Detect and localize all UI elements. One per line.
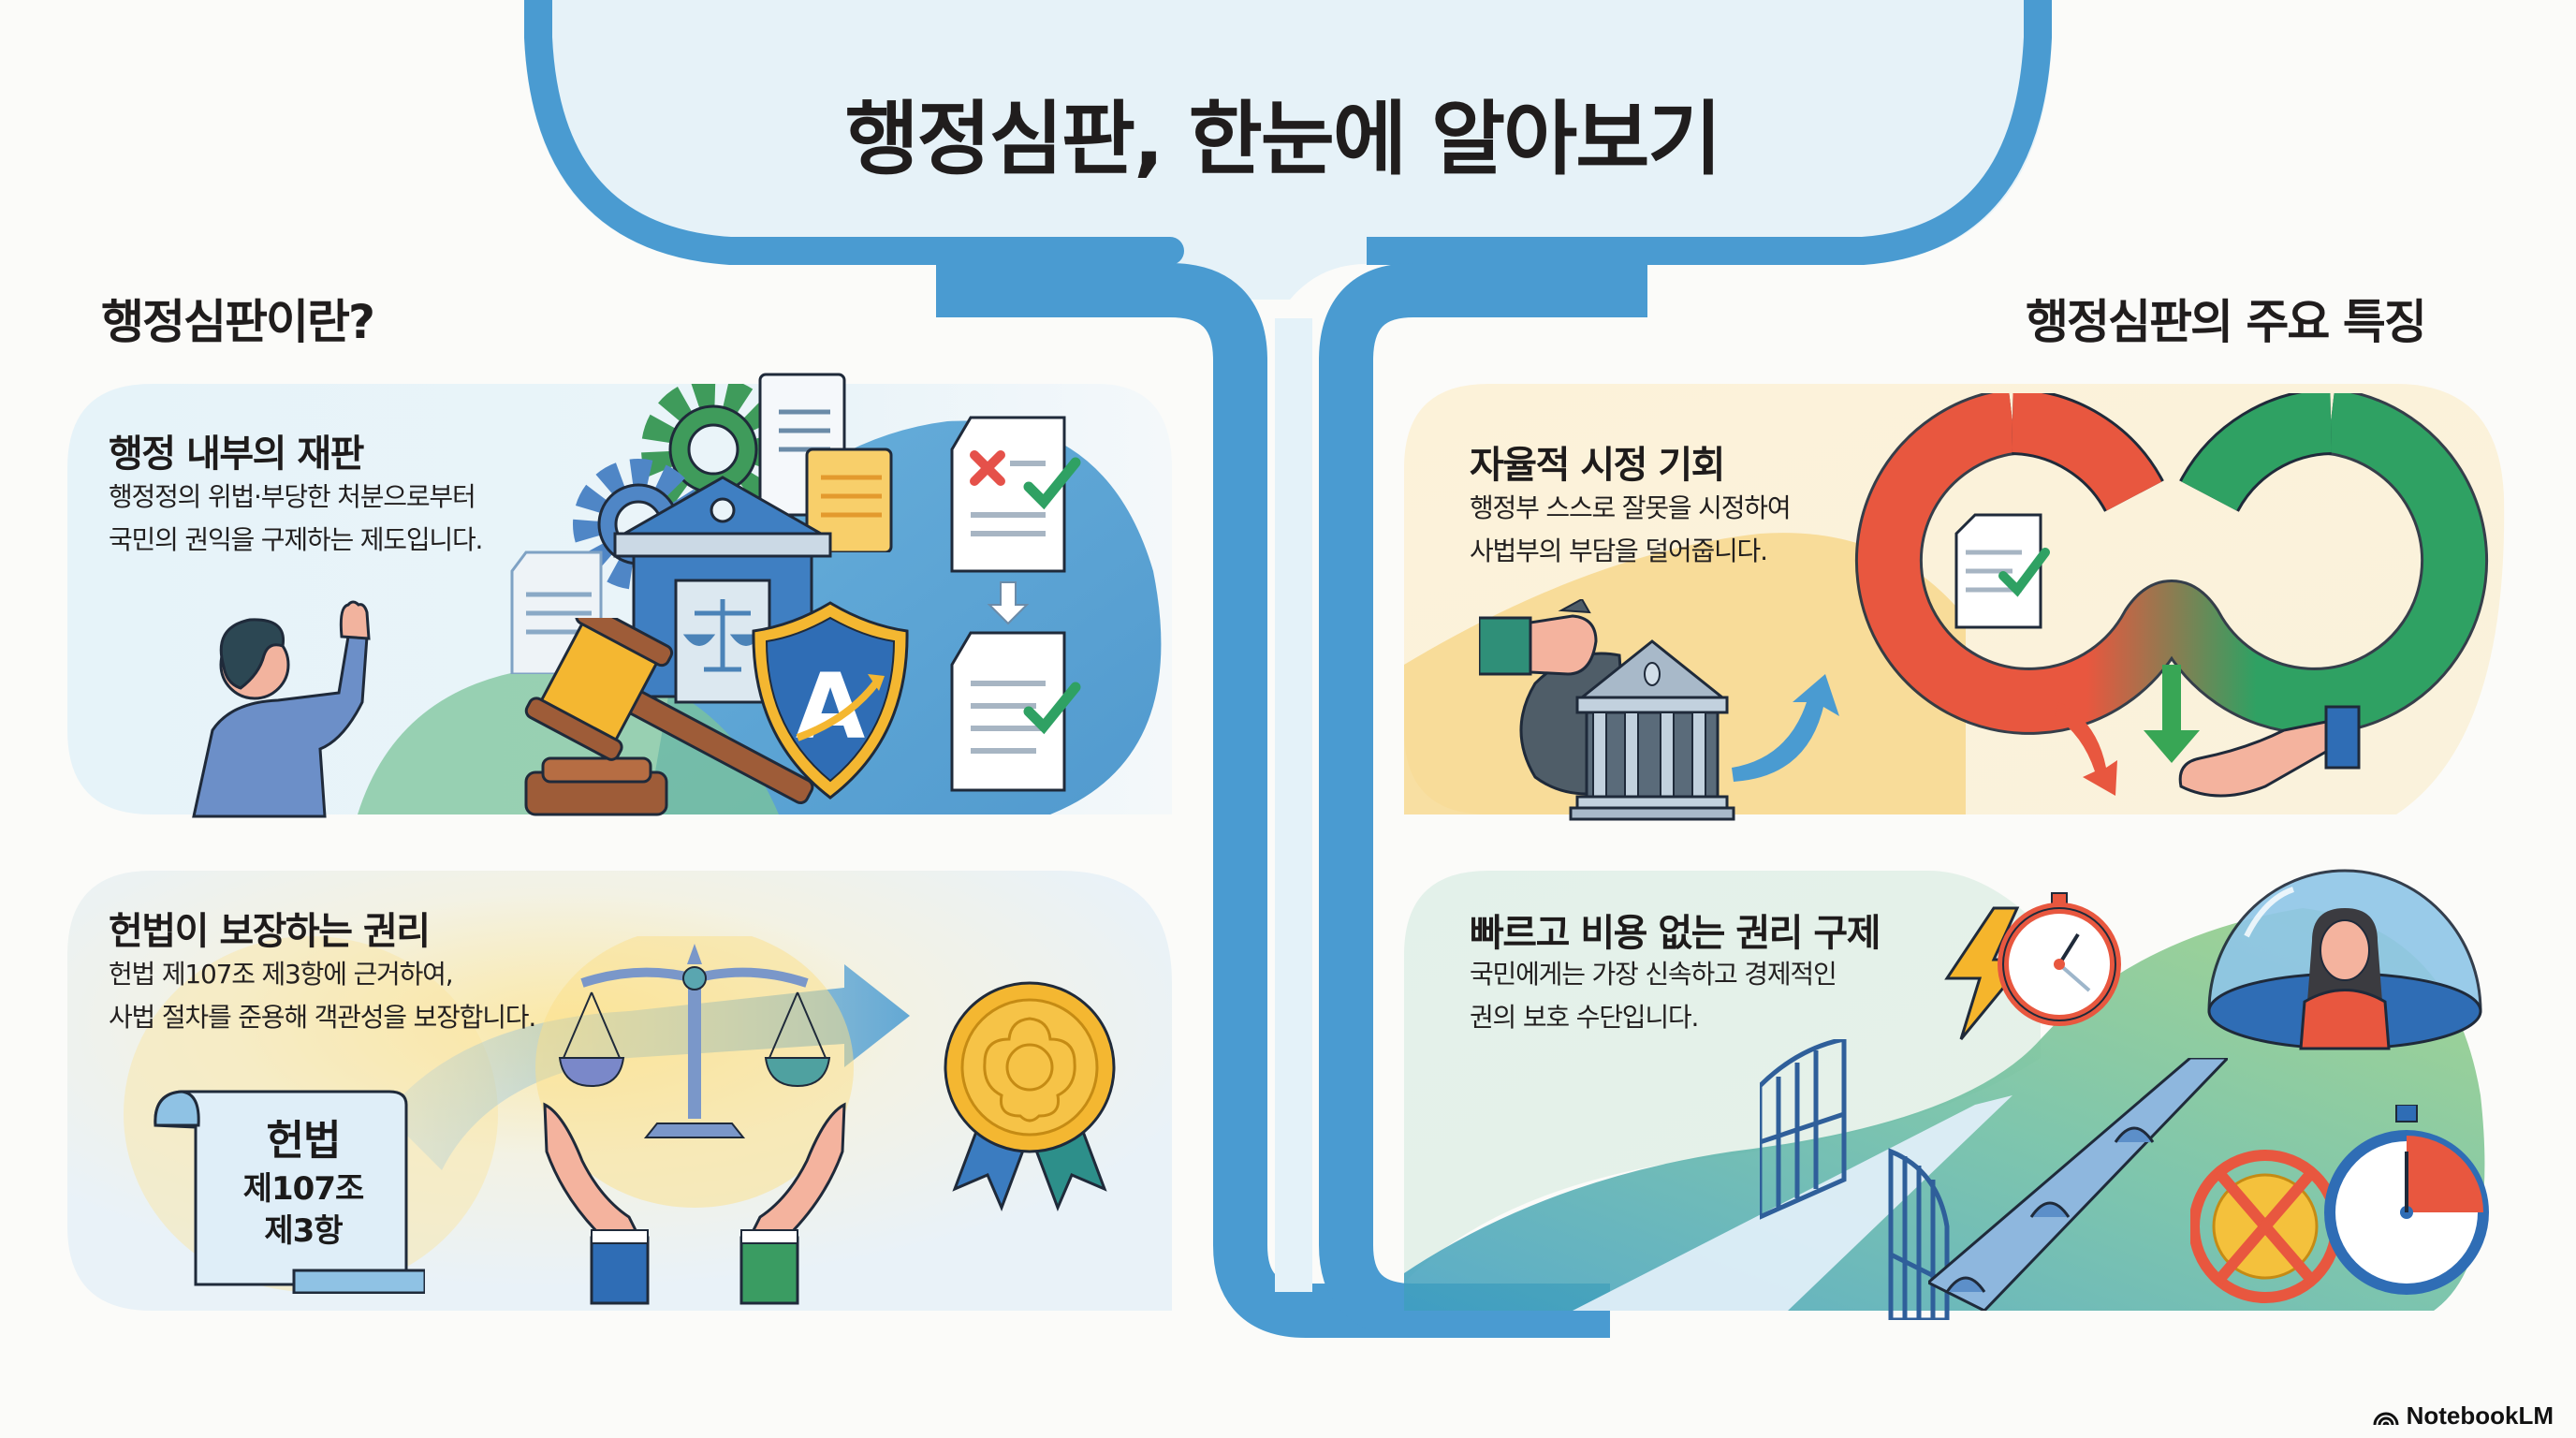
curved-arrow-icon xyxy=(1732,674,1839,782)
rejected-document-icon xyxy=(950,416,1081,573)
card-body: 행정부 스스로 잘못을 시정하여 사법부의 부담을 덜어줍니다. xyxy=(1470,487,1792,573)
page-title: 행정심판, 한눈에 알아보기 xyxy=(844,93,1722,186)
raising-hand-person-icon xyxy=(192,600,371,818)
scroll-text-article: 제107조 xyxy=(242,1170,365,1208)
card-constitutional-right: 헌법이 보장하는 권리 헌법 제107조 제3항에 근거하여, 사법 절차를 준… xyxy=(67,871,1172,1311)
court-building-icon xyxy=(1569,639,1735,821)
timer-icon xyxy=(2324,1105,2489,1295)
card-body-line: 국민의 권익을 구제하는 제도입니다. xyxy=(109,524,483,555)
no-coin-icon xyxy=(2190,1105,2489,1303)
protected-person-dome-icon xyxy=(2207,869,2482,1050)
gavel-icon xyxy=(524,618,814,816)
card-title: 빠르고 비용 없는 권리 구제 xyxy=(1470,912,1881,955)
down-arrow-icon xyxy=(2144,665,2200,763)
gold-medal-icon xyxy=(944,981,1116,1212)
curved-arrow-icon xyxy=(2055,702,2117,796)
card-self-correction: 자율적 시정 기회 행정부 스스로 잘못을 시정하여 사법부의 부담을 덜어줍니… xyxy=(1404,384,2509,821)
notebooklm-brand: NotebookLM xyxy=(2373,1401,2554,1431)
card-body-line: 국민에게는 가장 신속하고 경제적인 xyxy=(1470,959,1837,990)
scroll-text-title: 헌법 xyxy=(266,1117,342,1165)
infinity-cycle-icon xyxy=(1854,393,2489,798)
scroll-text-clause: 제3항 xyxy=(264,1212,343,1250)
card-internal-trial: 행정 내부의 재판 행정정의 위법·부당한 처분으로부터 국민의 권익을 구제하… xyxy=(67,373,1172,818)
approved-document-icon xyxy=(950,631,1081,792)
card-title: 자율적 시정 기회 xyxy=(1470,444,1725,487)
card-title: 헌법이 보장하는 권리 xyxy=(109,910,431,953)
constitution-scroll-icon: 헌법 제107조 제3항 xyxy=(144,1078,425,1294)
notebooklm-logo-icon xyxy=(2373,1412,2399,1425)
card-body-line: 사법 절차를 준용해 객관성을 보장합니다. xyxy=(109,1002,536,1033)
money-bag-hand-icon xyxy=(1479,599,1839,821)
stopwatch-icon xyxy=(1998,892,2121,1026)
lightning-icon xyxy=(1944,892,2121,1040)
brand-label: NotebookLM xyxy=(2406,1401,2554,1430)
card-body: 행정정의 위법·부당한 처분으로부터 국민의 권익을 구제하는 제도입니다. xyxy=(109,476,483,562)
card-body-line: 권의 보호 수단입니다. xyxy=(1470,1002,1699,1033)
checked-document-icon xyxy=(1954,513,2050,629)
card-fast-free-relief: 빠르고 비용 없는 권리 구제 국민에게는 가장 신속하고 경제적인 권의 보호… xyxy=(1404,869,2509,1320)
card-body: 국민에게는 가장 신속하고 경제적인 권의 보호 수단입니다. xyxy=(1470,953,1837,1039)
section-title-left: 행정심판이란? xyxy=(101,295,375,349)
document-icon xyxy=(758,373,893,552)
card-body-line: 헌법 제107조 제3항에 근거하여, xyxy=(109,959,454,990)
down-arrow-icon xyxy=(987,581,1030,625)
card-title: 행정 내부의 재판 xyxy=(109,433,364,476)
scales-of-justice-icon xyxy=(535,936,854,1305)
section-title-right: 행정심판의 주요 특징 xyxy=(2026,295,2427,349)
shield-a-icon: A xyxy=(752,601,909,800)
bridge-path-icon xyxy=(1928,1058,2228,1311)
open-hands-icon xyxy=(543,1102,846,1305)
card-body-line: 행정정의 위법·부당한 처분으로부터 xyxy=(109,481,476,512)
card-body-line: 사법부의 부담을 덜어줍니다. xyxy=(1470,536,1768,566)
card-body-line: 행정부 스스로 잘못을 시정하여 xyxy=(1470,492,1792,523)
card-body: 헌법 제107조 제3항에 근거하여, 사법 절차를 준용해 객관성을 보장합니… xyxy=(109,953,536,1039)
receiving-hand-icon xyxy=(2178,705,2361,798)
document-review-icon xyxy=(950,416,1081,792)
open-gate-icon xyxy=(1760,1039,1950,1320)
